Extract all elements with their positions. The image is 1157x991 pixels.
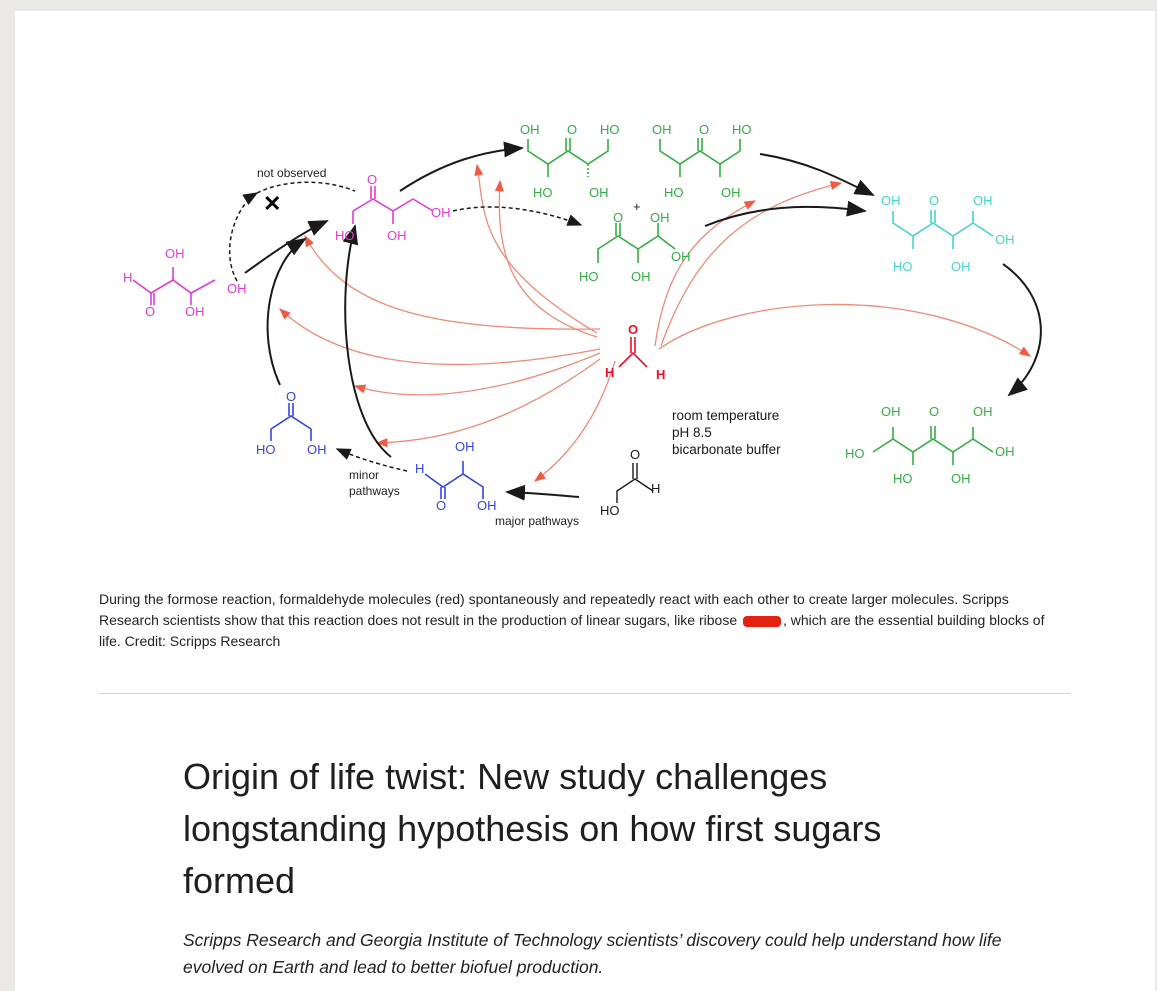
article-headline: Origin of life twist: New study challeng… bbox=[183, 756, 882, 901]
molecule-green-top-b: OH O HO HO OH bbox=[652, 122, 752, 200]
molecule-formaldehyde: O H H bbox=[605, 322, 665, 382]
svg-text:H: H bbox=[123, 270, 132, 285]
svg-text:O: O bbox=[929, 193, 939, 208]
svg-text:OH: OH bbox=[227, 281, 247, 296]
svg-text:HO: HO bbox=[256, 442, 276, 457]
caption-text-part1: During the formose reaction, formaldehyd… bbox=[99, 591, 1009, 628]
article-page: ✕ H OH O OH OH bbox=[15, 11, 1155, 991]
molecule-green-top-a: OH O HO HO OH bbox=[520, 122, 620, 200]
svg-text:H: H bbox=[415, 461, 424, 476]
svg-text:HO: HO bbox=[845, 446, 865, 461]
major-pathways-label: major pathways bbox=[495, 514, 579, 528]
svg-text:OH: OH bbox=[881, 404, 901, 419]
svg-text:OH: OH bbox=[455, 439, 475, 454]
svg-text:OH: OH bbox=[520, 122, 540, 137]
svg-text:OH: OH bbox=[951, 259, 971, 274]
svg-text:OH: OH bbox=[185, 304, 205, 319]
formose-reaction-figure: ✕ H OH O OH OH bbox=[15, 11, 1155, 571]
reaction-conditions: room temperature pH 8.5 bicarbonate buff… bbox=[672, 408, 781, 457]
svg-text:HO: HO bbox=[533, 185, 553, 200]
section-divider bbox=[99, 693, 1071, 694]
svg-text:OH: OH bbox=[387, 228, 407, 243]
svg-text:pH 8.5: pH 8.5 bbox=[672, 425, 712, 440]
reaction-diagram: ✕ H OH O OH OH bbox=[123, 122, 1042, 528]
svg-text:O: O bbox=[630, 447, 640, 462]
svg-text:O: O bbox=[286, 389, 296, 404]
molecule-teal: OH O OH OH HO OH bbox=[881, 193, 1015, 274]
svg-text:OH: OH bbox=[589, 185, 609, 200]
svg-text:O: O bbox=[367, 172, 377, 187]
svg-text:O: O bbox=[929, 404, 939, 419]
svg-text:HO: HO bbox=[664, 185, 684, 200]
reaction-arrows bbox=[244, 141, 1042, 501]
molecule-magenta-c4: O HO OH OH bbox=[335, 172, 451, 243]
figure-caption: During the formose reaction, formaldehyd… bbox=[99, 589, 1049, 652]
dashed-arrows bbox=[228, 181, 583, 472]
svg-text:HO: HO bbox=[732, 122, 752, 137]
molecule-green-branched: O OH HO OH OH bbox=[579, 210, 691, 284]
article-deck: Scripps Research and Georgia Institute o… bbox=[183, 930, 1002, 977]
svg-text:bicarbonate buffer: bicarbonate buffer bbox=[672, 442, 781, 457]
minor-pathways-label-line1: minor bbox=[349, 468, 379, 482]
svg-text:HO: HO bbox=[335, 228, 355, 243]
svg-text:O: O bbox=[436, 498, 446, 513]
caption-text-part2: , which are the essential building block… bbox=[99, 612, 1045, 649]
svg-text:OH: OH bbox=[307, 442, 327, 457]
svg-text:OH: OH bbox=[431, 205, 451, 220]
cross-icon: ✕ bbox=[263, 191, 281, 216]
svg-text:HO: HO bbox=[579, 269, 599, 284]
svg-text:HO: HO bbox=[600, 122, 620, 137]
svg-text:OH: OH bbox=[477, 498, 497, 513]
svg-text:O: O bbox=[628, 322, 638, 337]
molecule-blue-dha: O HO OH bbox=[256, 389, 327, 457]
svg-text:room temperature: room temperature bbox=[672, 408, 779, 423]
svg-text:HO: HO bbox=[893, 259, 913, 274]
svg-text:O: O bbox=[613, 210, 623, 225]
svg-text:OH: OH bbox=[650, 210, 670, 225]
svg-text:OH: OH bbox=[973, 193, 993, 208]
molecule-green-bottom-right: OH O OH HO OH HO OH bbox=[845, 404, 1015, 486]
molecule-glycolaldehyde: O H HO bbox=[600, 447, 660, 518]
svg-text:HO: HO bbox=[600, 503, 620, 518]
svg-text:OH: OH bbox=[671, 249, 691, 264]
minor-pathways-label-line2: pathways bbox=[349, 484, 400, 498]
svg-text:HO: HO bbox=[893, 471, 913, 486]
svg-text:OH: OH bbox=[721, 185, 741, 200]
svg-text:O: O bbox=[699, 122, 709, 137]
molecule-blue-glyceraldehyde: H OH O OH bbox=[415, 439, 497, 513]
molecule-magenta-c3: H OH O OH OH bbox=[123, 246, 247, 319]
svg-text:OH: OH bbox=[995, 444, 1015, 459]
svg-text:OH: OH bbox=[652, 122, 672, 137]
svg-text:OH: OH bbox=[995, 232, 1015, 247]
svg-text:O: O bbox=[145, 304, 155, 319]
svg-text:O: O bbox=[567, 122, 577, 137]
svg-text:OH: OH bbox=[951, 471, 971, 486]
redaction-mark bbox=[743, 615, 781, 627]
svg-text:OH: OH bbox=[881, 193, 901, 208]
svg-text:H: H bbox=[605, 365, 614, 380]
svg-text:OH: OH bbox=[165, 246, 185, 261]
svg-text:OH: OH bbox=[631, 269, 651, 284]
not-observed-label: not observed bbox=[257, 166, 326, 180]
formaldehyde-arrows bbox=[279, 163, 1032, 482]
plus-sign: + bbox=[633, 199, 641, 214]
svg-text:OH: OH bbox=[973, 404, 993, 419]
svg-text:H: H bbox=[651, 481, 660, 496]
svg-text:H: H bbox=[656, 367, 665, 382]
